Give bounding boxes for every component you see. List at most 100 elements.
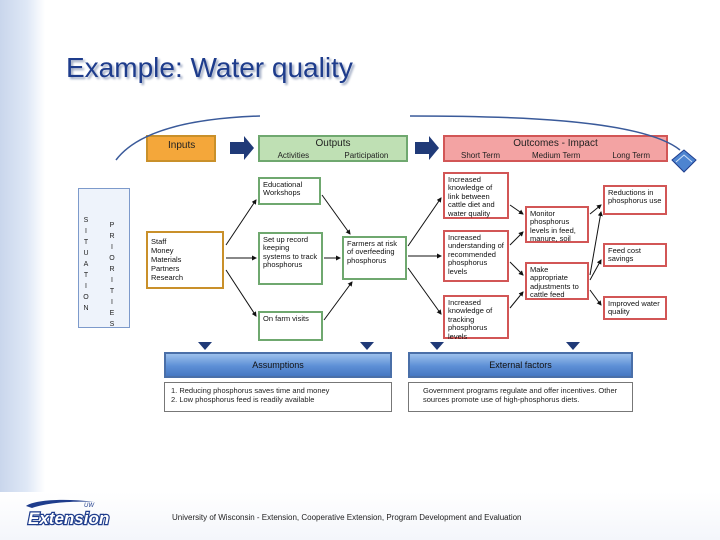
down-arrow-left-1 bbox=[198, 342, 212, 350]
assumption-item: 2. Low phosphorus feed is readily availa… bbox=[171, 395, 315, 404]
understanding-box: Increased understanding of recommended p… bbox=[443, 230, 509, 282]
logo-uw-text: UW bbox=[84, 503, 95, 509]
input-item: Staff bbox=[151, 237, 167, 246]
tracking-to-adjust bbox=[509, 291, 524, 309]
priorities-letter: I bbox=[111, 299, 113, 306]
input-item: Money bbox=[151, 246, 174, 255]
external-factors-bar: External factors bbox=[408, 352, 633, 378]
adjust-to-water bbox=[589, 289, 602, 306]
monitor-text: Monitor phosphorus levels in feed, manur… bbox=[530, 209, 576, 244]
inputs-to-visits bbox=[225, 269, 257, 317]
farmers-box: Farmers at risk of overfeeding phosphoru… bbox=[342, 236, 407, 280]
assumptions-list: 1. Reducing phosphorus saves time and mo… bbox=[164, 382, 392, 412]
priorities-letter: O bbox=[109, 255, 115, 262]
participation-label: Participation bbox=[344, 150, 389, 160]
external-factors-label: External factors bbox=[489, 360, 552, 370]
assumptions-label: Assumptions bbox=[252, 360, 304, 370]
knowledge-link-box: Increased knowledge of link between catt… bbox=[443, 172, 509, 219]
priorities-letter: S bbox=[109, 321, 115, 328]
down-arrow-right-1 bbox=[430, 342, 444, 350]
priorities-letter: R bbox=[109, 266, 115, 273]
situation-letter: S bbox=[83, 217, 89, 224]
priorities-letter: P bbox=[109, 222, 115, 229]
short-term-label: Short Term bbox=[461, 150, 500, 160]
footer-bar bbox=[0, 492, 720, 540]
farmers-to-tracking bbox=[407, 267, 442, 315]
record-keeping-box: Set up record keeping systems to track p… bbox=[258, 232, 323, 285]
input-item: Research bbox=[151, 273, 184, 282]
farm-visits-text: On farm visits bbox=[263, 314, 309, 323]
understanding-to-monitor bbox=[509, 231, 524, 246]
extension-logo: UW Extension bbox=[26, 499, 110, 528]
farmers-text: Farmers at risk of overfeeding phosphoru… bbox=[347, 239, 398, 265]
reductions-box: Reductions in phosphorus use bbox=[603, 185, 667, 215]
tracking-text: Increased knowledge of tracking phosphor… bbox=[448, 298, 493, 341]
situation-priorities-panel bbox=[78, 188, 130, 328]
workshops-text: Educational Workshops bbox=[263, 180, 303, 198]
outputs-to-outcomes-arrow bbox=[415, 136, 439, 160]
inputs-header-label: Inputs bbox=[168, 140, 196, 151]
long-term-label: Long Term bbox=[612, 150, 650, 160]
left-decor-bar bbox=[0, 0, 45, 540]
down-arrow-right-2 bbox=[566, 342, 580, 350]
external-factors-text-box: Government programs regulate and offer i… bbox=[408, 382, 633, 412]
knowledge-to-monitor bbox=[509, 204, 524, 215]
outputs-header-label: Outputs bbox=[315, 137, 351, 149]
input-item: Materials bbox=[151, 255, 182, 264]
farmers-to-knowledge bbox=[407, 197, 442, 247]
record-keeping-text: Set up record keeping systems to track p… bbox=[263, 235, 318, 270]
tracking-box: Increased knowledge of tracking phosphor… bbox=[443, 295, 509, 341]
assumption-item: 1. Reducing phosphorus saves time and mo… bbox=[171, 386, 330, 395]
farm-visits-box: On farm visits bbox=[258, 311, 323, 341]
inputs-to-workshops bbox=[225, 199, 257, 246]
priorities-letter: I bbox=[111, 277, 113, 284]
savings-text: Feed cost savings bbox=[608, 246, 641, 264]
understanding-to-adjust bbox=[509, 261, 524, 276]
knowledge-link-text: Increased knowledge of link between catt… bbox=[448, 175, 495, 218]
situation-letter: N bbox=[83, 305, 89, 312]
outcomes-header: Outcomes - Impact Short Term Medium Term… bbox=[443, 135, 668, 162]
evaluation-icon bbox=[671, 149, 697, 173]
situation-letter: I bbox=[85, 228, 87, 235]
water-quality-box: Improved water quality bbox=[603, 296, 667, 320]
water-quality-text: Improved water quality bbox=[608, 299, 660, 317]
down-arrow-left-2 bbox=[360, 342, 374, 350]
adjust-to-savings bbox=[589, 259, 602, 281]
slide-title: Example: Water quality bbox=[66, 52, 353, 83]
logo-extension-text: Extension bbox=[28, 509, 109, 528]
activities-label: Activities bbox=[277, 150, 310, 160]
reductions-text: Reductions in phosphorus use bbox=[608, 188, 662, 206]
situation-letter: O bbox=[83, 294, 89, 301]
situation-letter: T bbox=[83, 239, 89, 246]
inputs-header: Inputs bbox=[146, 135, 216, 162]
adjust-to-reductions bbox=[589, 211, 603, 276]
external-factors-text: Government programs regulate and offer i… bbox=[423, 386, 618, 404]
situation-letter: I bbox=[85, 283, 87, 290]
outcomes-header-label: Outcomes - Impact bbox=[513, 137, 598, 149]
situation-letter: U bbox=[83, 250, 89, 257]
monitor-box: Monitor phosphorus levels in feed, manur… bbox=[525, 206, 589, 243]
assumptions-bar: Assumptions bbox=[164, 352, 392, 378]
situation-letter: A bbox=[83, 261, 89, 268]
inputs-to-outputs-arrow bbox=[230, 136, 254, 160]
input-item: Partners bbox=[151, 264, 180, 273]
outputs-header: Outputs Activities Participation bbox=[258, 135, 408, 162]
priorities-letter: I bbox=[111, 244, 113, 251]
adjust-box: Make appropriate adjustments to cattle f… bbox=[525, 262, 589, 300]
priorities-letter: E bbox=[109, 310, 115, 317]
priorities-letter: R bbox=[109, 233, 115, 240]
monitor-to-reductions bbox=[589, 204, 602, 215]
adjust-text: Make appropriate adjustments to cattle f… bbox=[530, 265, 579, 300]
savings-box: Feed cost savings bbox=[603, 243, 667, 267]
workshops-to-farmers bbox=[321, 194, 351, 235]
priorities-letter: T bbox=[109, 288, 115, 295]
understanding-text: Increased understanding of recommended p… bbox=[448, 233, 504, 276]
medium-term-label: Medium Term bbox=[532, 150, 581, 160]
footer-text: University of Wisconsin - Extension, Coo… bbox=[172, 513, 522, 522]
situation-letter: T bbox=[83, 272, 89, 279]
workshops-box: Educational Workshops bbox=[258, 177, 321, 205]
visits-to-farmers bbox=[323, 281, 353, 321]
